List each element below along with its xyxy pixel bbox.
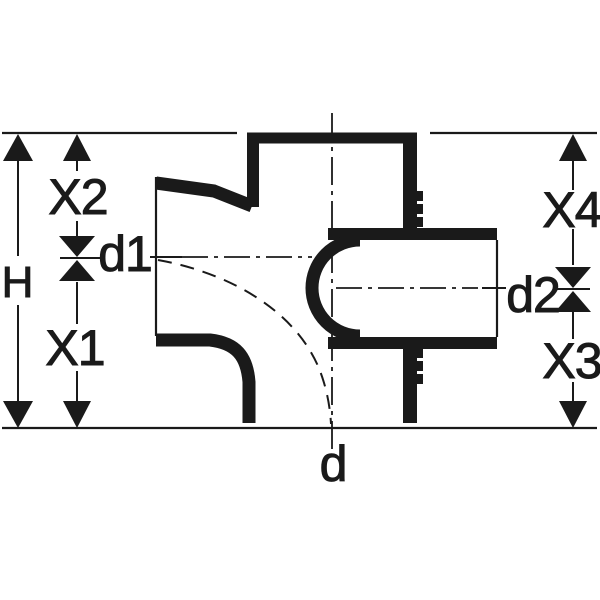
arrow-up	[555, 291, 591, 312]
dimension-label-X1: X1	[45, 320, 104, 376]
left-bottom-wall	[156, 333, 256, 423]
dimension-X4-X3	[554, 134, 591, 428]
arrow-down	[559, 401, 587, 428]
left-shoulder	[155, 176, 255, 213]
arrow-down	[63, 401, 91, 428]
dimension-label-d: d	[320, 436, 347, 492]
dimension-label-X3: X3	[542, 333, 600, 389]
dimension-label-H: H	[2, 258, 33, 307]
seal-ridges	[416, 191, 423, 384]
arrow-down	[59, 236, 95, 257]
ridge-tooth	[416, 191, 423, 201]
dimension-H	[3, 134, 33, 428]
socket-dome-end	[305, 233, 361, 343]
dimension-X2-X1	[59, 134, 182, 428]
arrow-up	[59, 260, 95, 281]
ridge-tooth	[416, 348, 423, 358]
arrow-down	[555, 267, 591, 288]
arrow-up	[63, 134, 91, 161]
fitting-body	[154, 132, 499, 423]
ridge-tooth	[416, 204, 423, 214]
dimension-label-d1: d1	[98, 226, 152, 282]
ridge-tooth	[416, 217, 423, 227]
dimension-label-X2: X2	[48, 169, 107, 225]
dimension-label-X4: X4	[542, 182, 600, 238]
ridge-tooth	[416, 361, 423, 371]
dimension-label-d2: d2	[506, 267, 560, 323]
arrow-down	[3, 401, 33, 428]
flow-guide-curve	[157, 259, 332, 425]
arrow-up	[559, 134, 587, 161]
arrow-up	[3, 134, 33, 161]
ridge-tooth	[416, 374, 423, 384]
